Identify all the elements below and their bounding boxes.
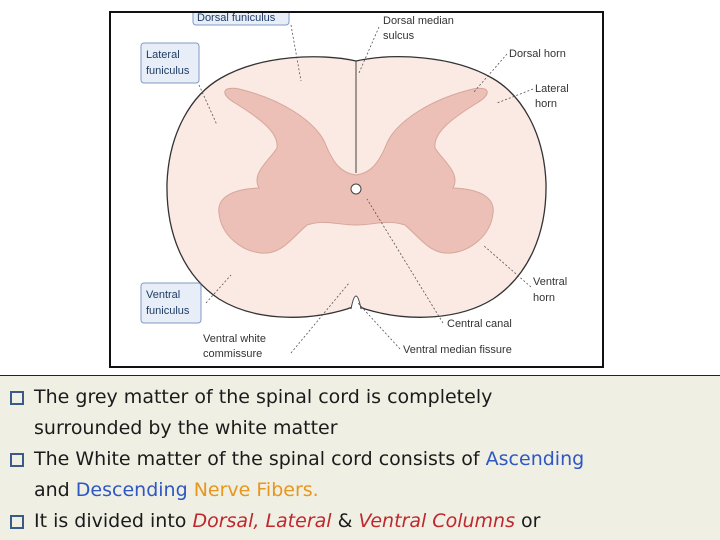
- bullet-2-text-and: and: [34, 479, 76, 501]
- label-dorsal-funiculus: Dorsal funiculus: [197, 13, 276, 24]
- nerve-fibers-term: Nerve Fibers.: [193, 479, 319, 501]
- lateral-funiculus-box: [140, 42, 200, 84]
- label-lateral-horn-2: horn: [535, 98, 557, 110]
- bullet-1-text: The grey matter of the spinal cord is co…: [34, 386, 493, 408]
- grey-matter: [218, 87, 494, 254]
- label-ventral-white-commissure-2: commissure: [203, 348, 262, 360]
- label-lateral-horn-1: Lateral: [535, 83, 569, 95]
- ventral-median-fissure: [350, 295, 362, 310]
- label-ventral-funiculus-1: Ventral: [146, 289, 180, 301]
- bullet-1-text-2: surrounded by the white matter: [34, 417, 338, 439]
- dorsal-funiculus-box: [192, 13, 290, 26]
- checkbox-bullet-icon: [10, 453, 24, 467]
- label-lateral-funiculus-1: Lateral: [146, 49, 180, 61]
- lateral-term: Lateral: [265, 510, 332, 532]
- spinal-cord-diagram: Dorsal funiculus Lateral funiculus Ventr…: [109, 11, 604, 368]
- bullet-2-text: The White matter of the spinal cord cons…: [34, 448, 486, 470]
- checkbox-bullet-icon: [10, 391, 24, 405]
- label-ventral-funiculus-2: funiculus: [146, 305, 190, 317]
- label-ventral-white-commissure-1: Ventral white: [203, 333, 266, 345]
- label-dorsal-median-sulcus-1: Dorsal median: [383, 15, 454, 27]
- dorsal-term: Dorsal,: [192, 510, 260, 532]
- descending-term: Descending: [75, 479, 188, 501]
- bullet-2: The White matter of the spinal cord cons…: [8, 444, 710, 475]
- label-ventral-horn-1: Ventral: [533, 276, 567, 288]
- label-lateral-funiculus-2: funiculus: [146, 65, 190, 77]
- label-ventral-horn-2: horn: [533, 292, 555, 304]
- label-dorsal-median-sulcus-2: sulcus: [383, 30, 415, 42]
- bullet-3: It is divided into Dorsal, Lateral & Ven…: [8, 506, 710, 537]
- label-dorsal-horn: Dorsal horn: [509, 48, 566, 60]
- label-central-canal: Central canal: [447, 318, 512, 330]
- ventral-columns-term: Ventral Columns: [358, 510, 515, 532]
- bullet-3-text: It is divided into: [34, 510, 193, 532]
- ampersand: &: [331, 510, 359, 532]
- ventral-funiculus-box: [140, 282, 202, 324]
- spinal-cord-svg: Dorsal funiculus Lateral funiculus Ventr…: [140, 13, 569, 360]
- central-canal-shape: [350, 183, 362, 195]
- notes-panel: The grey matter of the spinal cord is co…: [0, 375, 720, 540]
- bullet-1-continued: surrounded by the white matter: [8, 413, 710, 444]
- ascending-term: Ascending: [485, 448, 585, 470]
- bullet-1: The grey matter of the spinal cord is co…: [8, 382, 710, 413]
- checkbox-bullet-icon: [10, 515, 24, 529]
- or-text: or: [514, 510, 541, 532]
- label-ventral-median-fissure: Ventral median fissure: [403, 344, 512, 356]
- bullet-2-continued: and Descending Nerve Fibers.: [8, 475, 710, 506]
